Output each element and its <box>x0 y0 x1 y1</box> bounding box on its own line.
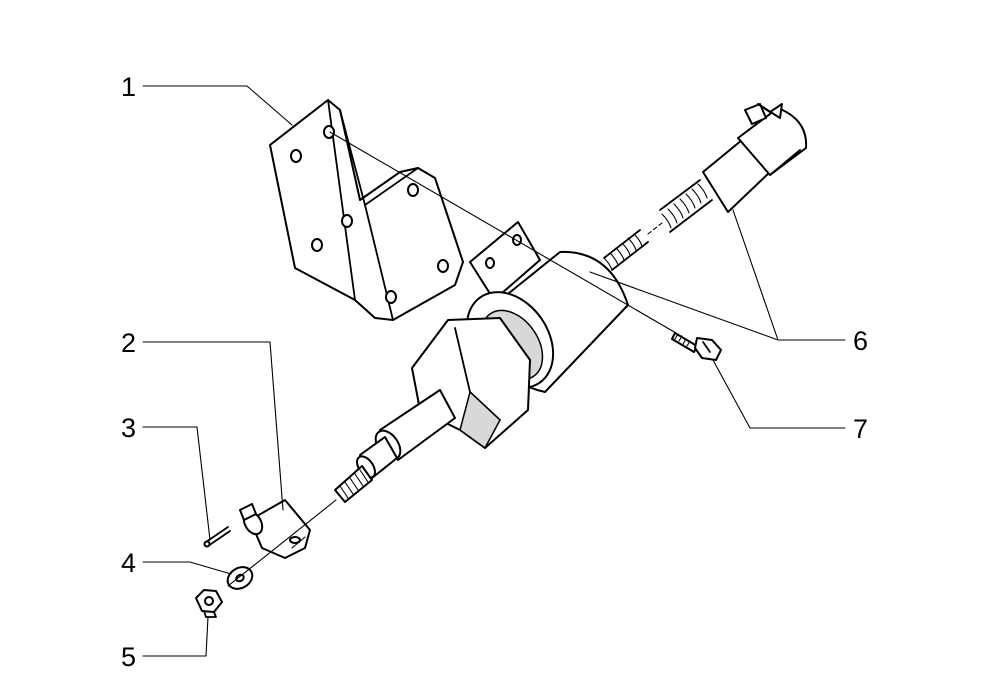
centerlines <box>227 131 677 587</box>
spring-separated-icon <box>659 179 713 233</box>
callout-7: 7 <box>853 414 868 444</box>
callout-4: 4 <box>121 548 136 578</box>
callout-1: 1 <box>121 72 136 102</box>
callout-5: 5 <box>121 642 136 672</box>
mounting-bracket-icon <box>269 99 464 321</box>
leader-lines <box>142 85 846 657</box>
callouts: 1 2 3 4 5 6 7 <box>121 72 868 672</box>
spring-icon <box>603 229 649 271</box>
hex-nut-icon <box>195 589 223 618</box>
solenoid-icon <box>334 103 808 503</box>
plunger-icon <box>702 103 808 213</box>
callout-3: 3 <box>121 413 136 443</box>
washer-icon <box>226 566 254 590</box>
bolt-icon <box>671 332 722 361</box>
clevis-icon <box>239 499 311 559</box>
callout-6: 6 <box>853 326 868 356</box>
callout-2: 2 <box>121 328 136 358</box>
